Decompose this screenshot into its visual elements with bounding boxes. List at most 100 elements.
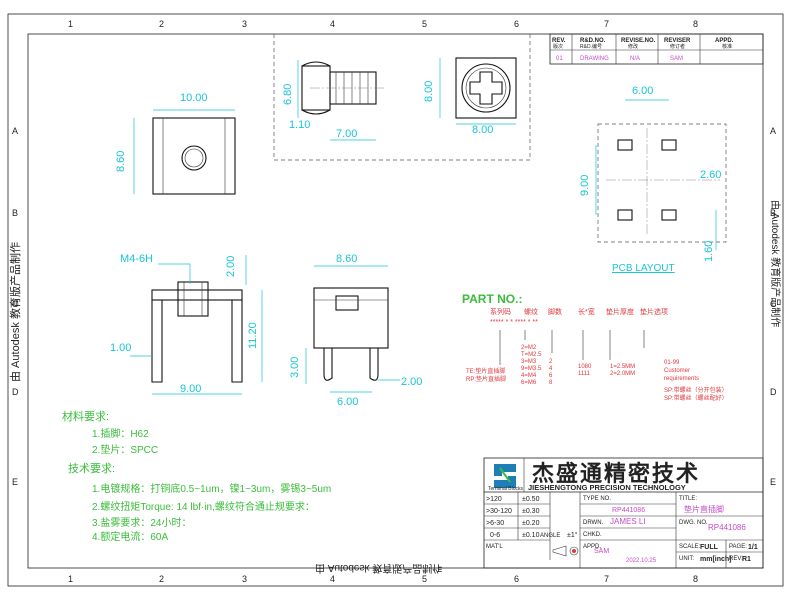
partno-col-size: 长*宽 (578, 307, 595, 316)
option-2: requirements (664, 376, 699, 382)
pcb-layout: 6.00 9.00 2.60 1.60 PCB LAYOUT (579, 85, 727, 274)
rev-header-appd: APPD. (715, 38, 734, 44)
partno-col-option: 垫片选项 (640, 307, 668, 316)
pcb-dim-2-60: 2.60 (700, 169, 721, 181)
row-D-right: D (770, 387, 777, 397)
col-6-bottom: 6 (514, 574, 519, 584)
col-7: 7 (604, 19, 609, 29)
thick-opt-0: 1=2.5MM (610, 364, 635, 370)
dim-6-00: 6.00 (337, 396, 358, 408)
thick-opt-1: 2=2.0MM (610, 371, 635, 377)
pcb-dim-9-00: 9.00 (579, 175, 591, 196)
company-name-cn: 杰盛通精密技术 (532, 461, 700, 486)
dim-8-60-left: 8.60 (115, 151, 127, 172)
row-E-right: E (770, 477, 776, 487)
dim-10: 10.00 (180, 92, 208, 104)
col-3-bottom: 3 (242, 574, 247, 584)
material-2: 2.垫片：SPCC (92, 443, 158, 456)
type-no-value: RP441086 (612, 507, 645, 514)
tol-value-3: ±0.10 (522, 532, 540, 539)
size-opt-0: 1080 (578, 364, 592, 370)
rev-label: REV: (729, 556, 743, 562)
rev-header-revise-zh: 修改 (628, 43, 638, 50)
option-1: Customer (664, 368, 690, 374)
front-view: 8.60 3.00 6.00 2.00 (289, 253, 422, 408)
option-0: 01-99 (664, 360, 680, 366)
sheet-border (7, 13, 784, 587)
title-block: Terminal Blocks 杰盛通精密技术 JIESHENGTONG PRE… (483, 457, 764, 569)
partno-mask: ***** * * **** * ** (490, 319, 538, 326)
title-label: TITLE: (679, 496, 697, 502)
tol-range-3: 0-6 (490, 532, 500, 539)
dim-1-10: 1.10 (289, 119, 310, 131)
row-letters: A B C D E A B C D E (12, 126, 777, 487)
tech-4: 4.额定电流：60A (92, 530, 168, 543)
pins-opt-0: 2 (549, 359, 553, 365)
rev-header-reviser: REVISER (664, 38, 691, 44)
rev-row-rd: DRAWING (580, 56, 609, 62)
section-view: M4-6H 2.00 11.20 1.00 9.00 (110, 253, 263, 395)
col-8-bottom: 8 (693, 574, 698, 584)
dim-8-00-vertical: 8.00 (423, 81, 435, 102)
col-6: 6 (514, 19, 519, 29)
top-column-numbers: 1 2 3 4 5 6 7 8 (68, 19, 698, 29)
row-C: C (12, 299, 19, 309)
rev-row-revise: N/A (630, 56, 640, 62)
col-4: 4 (330, 19, 335, 29)
drwn-value: JAMES LI (610, 517, 646, 526)
page-value: 1/1 (748, 544, 758, 551)
tol-range-2: >6-30 (486, 520, 504, 527)
revision-table: REV. R&D.NO. REVISE.NO. REVISER APPD. 版次… (549, 33, 764, 65)
col-1-bottom: 1 (68, 574, 73, 584)
dim-8-60-front: 8.60 (336, 253, 357, 265)
col-2: 2 (159, 19, 164, 29)
matl-label: MAT'L (486, 544, 503, 550)
row-B: B (12, 208, 18, 218)
appd-value: SAM (594, 548, 609, 555)
part-no-title: PART NO.: (462, 292, 522, 306)
unit-value: mm[inch] (700, 556, 732, 563)
tech-3: 3.盐雾要求：24小时： (92, 516, 191, 529)
tol-range-1: >30-120 (486, 508, 512, 515)
page-label: PAGE: (729, 544, 747, 550)
tol-value-1: ±0.30 (522, 508, 540, 515)
option-3: SP:带螺丝（分开包装） (664, 386, 728, 394)
series-opt-0: TE:垫片直插脚 (466, 367, 505, 375)
scale-label: SCALE: (679, 544, 701, 550)
scale-value: FULL (700, 544, 719, 551)
pcb-dim-1-60: 1.60 (703, 241, 715, 262)
top-view-block: 10.00 8.60 (115, 92, 236, 195)
dim-2-00-top: 2.00 (225, 256, 237, 277)
company-name-en: JIESHENGTONG PRECISION TECHNOLOGY (528, 483, 686, 492)
rev-row-rev: 01 (556, 56, 563, 62)
partno-col-thread: 螺纹 (524, 307, 538, 316)
projection-symbol-icon (552, 545, 579, 557)
row-A: A (12, 126, 18, 136)
col-4-bottom: 4 (330, 574, 335, 584)
dim-8-00-horizontal: 8.00 (472, 124, 493, 136)
row-A-right: A (770, 126, 776, 136)
tech-title: 技术要求: (68, 462, 115, 475)
thread-opt-5: 6=M6 (521, 380, 537, 386)
series-opt-1: RP:垫片直插脚 (466, 375, 506, 383)
thread-opt-3: 9=M3.5 (521, 366, 542, 372)
dim-m4-6h: M4-6H (120, 253, 153, 265)
thread-opt-2: 3=M3 (521, 359, 537, 365)
dim-6-80: 6.80 (282, 84, 294, 105)
tech-1: 1.电镀规格：打铜底0.5~1um，镍1~3um，雾锡3~5um (92, 482, 331, 495)
pcb-layout-label: PCB LAYOUT (612, 263, 675, 274)
col-3: 3 (242, 19, 247, 29)
bottom-column-numbers: 1 2 3 4 5 6 7 8 (68, 574, 698, 584)
rev-header-revise: REVISE.NO. (621, 38, 656, 44)
dim-2-00-side: 2.00 (401, 376, 422, 388)
company-logo: Terminal Blocks (488, 464, 524, 492)
notes: 材料要求: 1.插脚：H62 2.垫片：SPCC 技术要求: 1.电镀规格：打铜… (62, 409, 331, 543)
date-value: 2022.10.25 (626, 558, 657, 564)
partno-col-pins: 脚数 (548, 307, 562, 316)
angle-value: ±1° (567, 531, 578, 539)
pins-opt-2: 6 (549, 373, 553, 379)
dim-11-20: 11.20 (247, 322, 259, 349)
pins-opt-3: 8 (549, 380, 553, 386)
dim-7-00: 7.00 (336, 128, 357, 140)
title-value: 垫片直插脚 (684, 504, 724, 514)
